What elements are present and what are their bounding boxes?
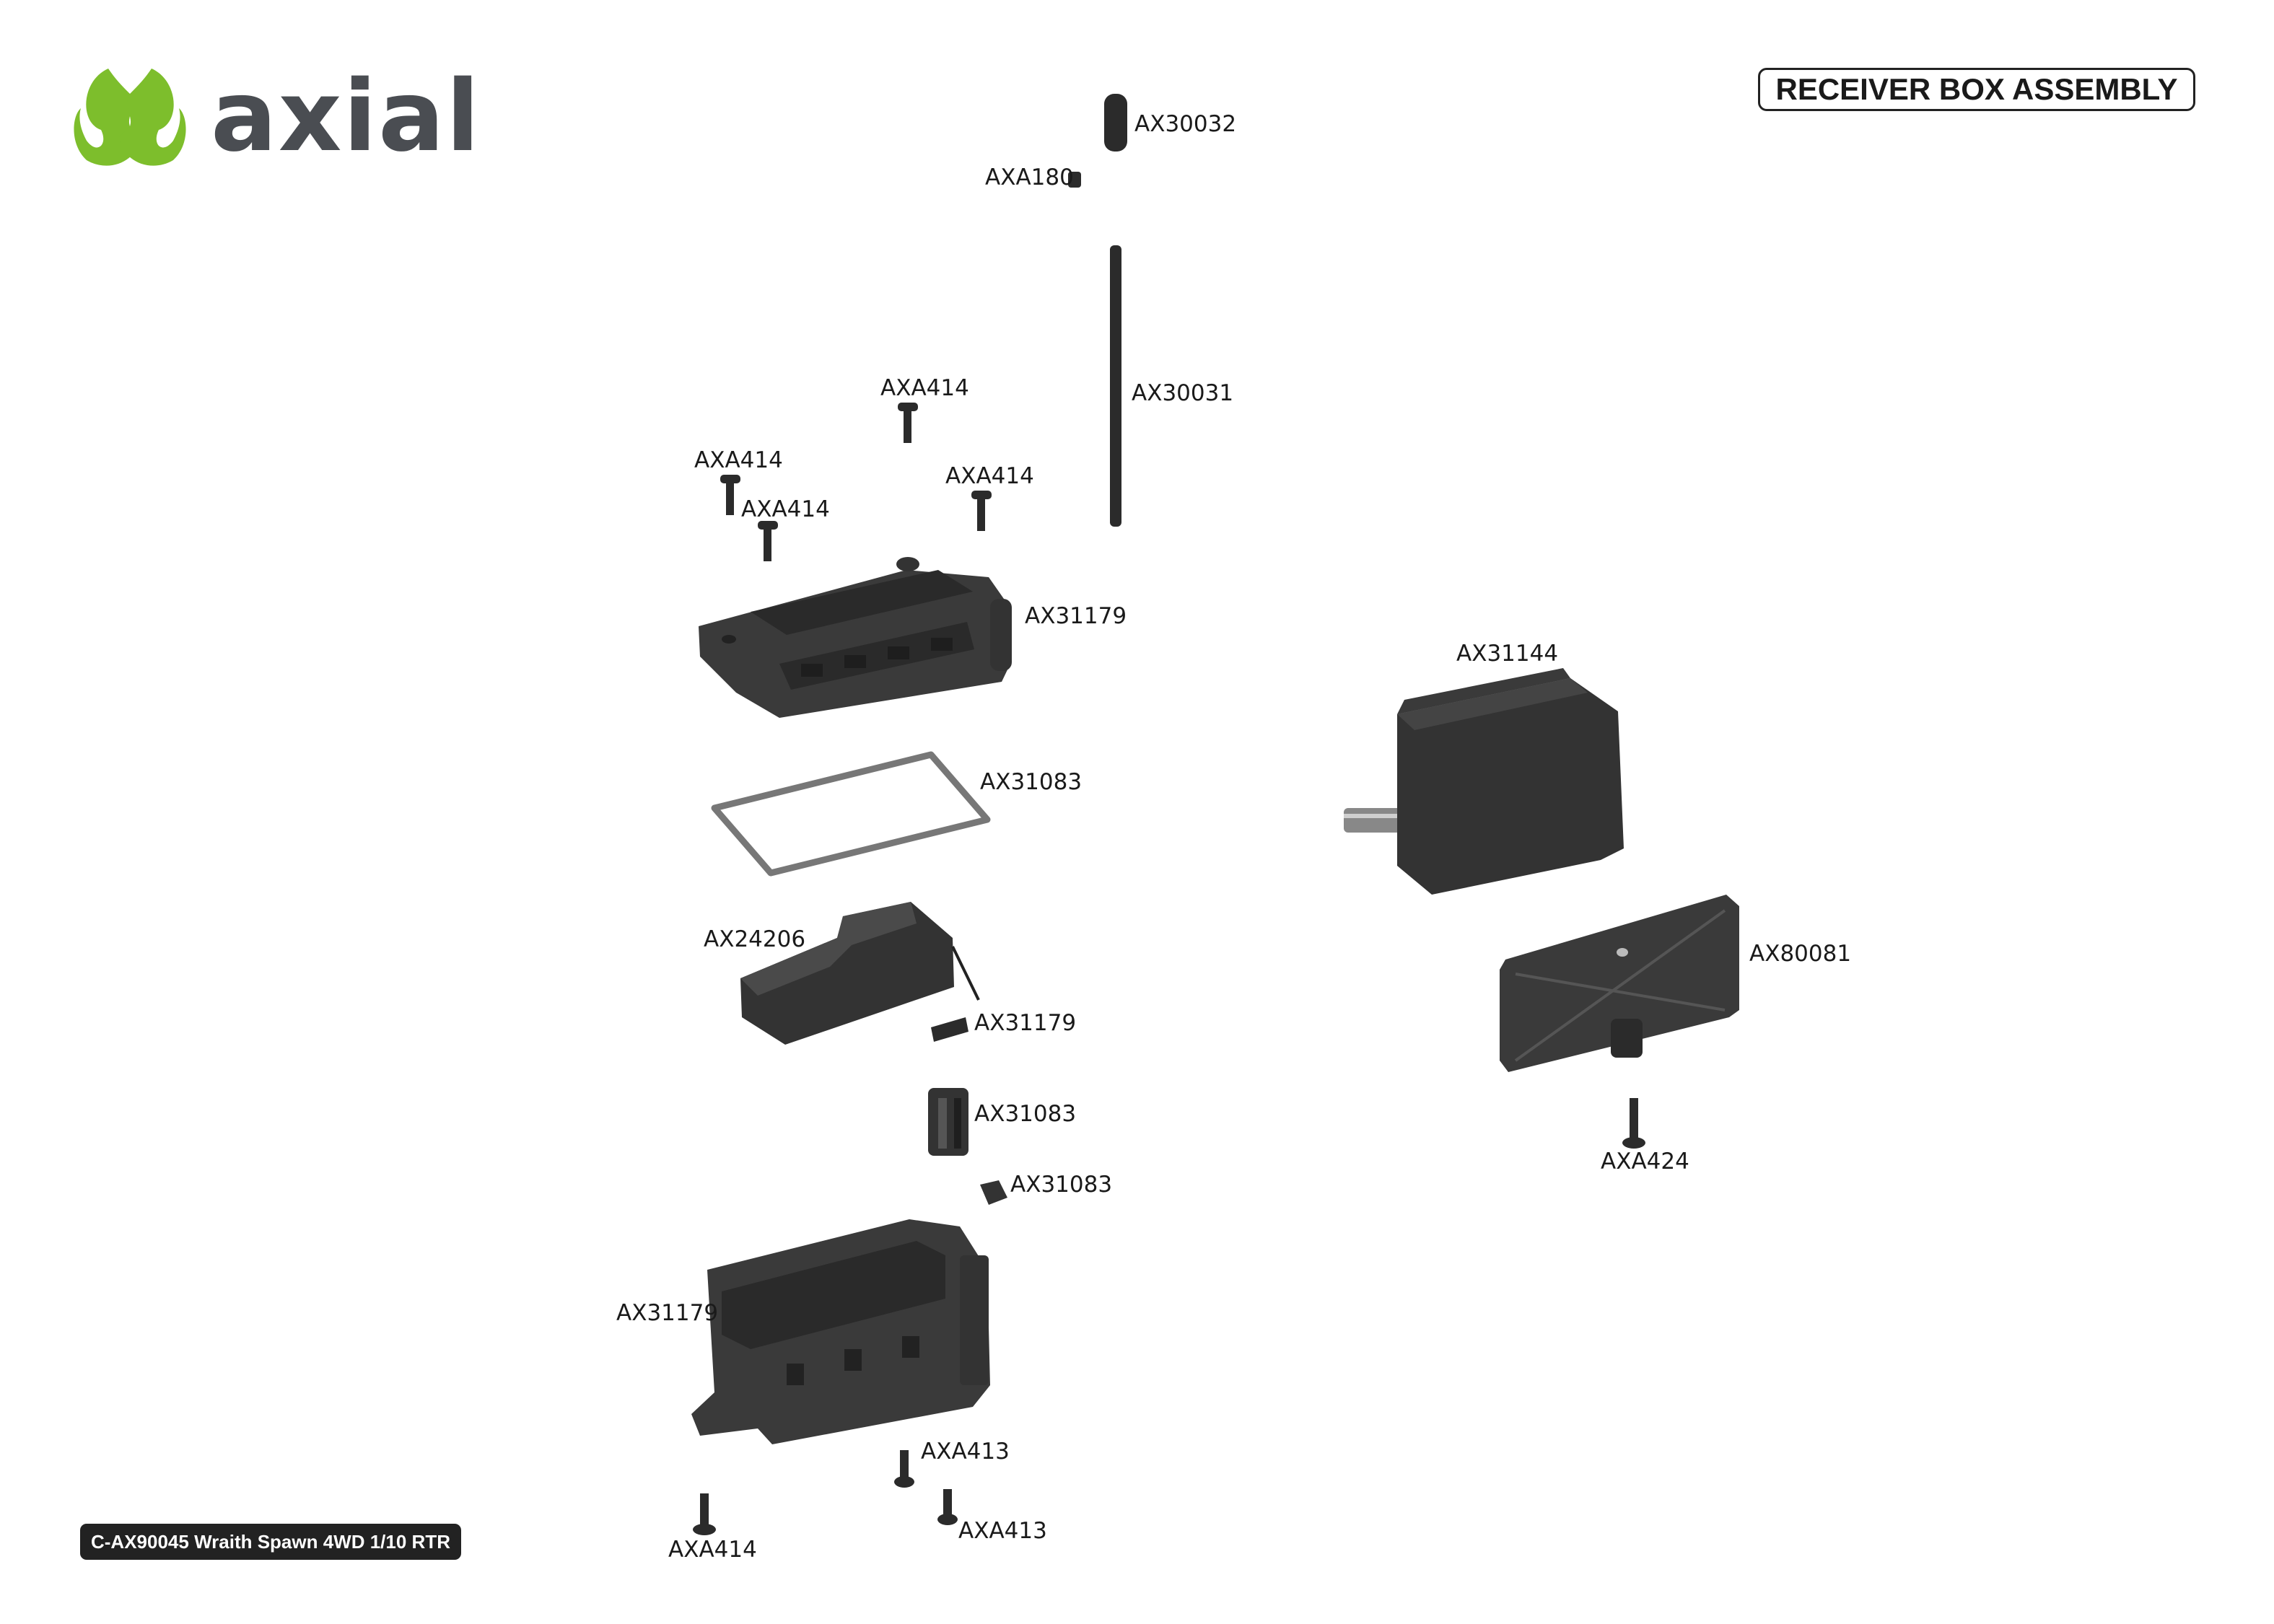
antenna-cap-part: [1104, 94, 1127, 152]
lid-seal-part: [711, 751, 991, 877]
axial-claw-icon: [74, 69, 186, 166]
screw-icon: [894, 1450, 914, 1488]
screw-icon: [898, 403, 918, 443]
wire-grommet-part: [928, 1088, 968, 1156]
screw-icon: [937, 1489, 958, 1525]
receiver-part: [740, 902, 980, 1045]
servo-mount-part: [1500, 895, 1739, 1072]
axial-wordmark: axial: [211, 60, 481, 174]
label-wire-clip: AX31179: [974, 1010, 1076, 1036]
axial-logo: axial: [74, 60, 481, 174]
antenna-nut-part: [1068, 172, 1081, 188]
screw-icon: [720, 475, 740, 515]
label-receiver-box-base: AX31179: [616, 1300, 718, 1326]
label-antenna-nut: AXA180: [985, 164, 1074, 190]
label-antenna-tube: AX30031: [1132, 380, 1233, 406]
screw-icon: [758, 521, 778, 561]
label-wire-grommet: AX31083: [974, 1101, 1076, 1127]
receiver-box-lid-part: [699, 557, 1012, 718]
label-screw-lid-right: AXA414: [945, 463, 1034, 489]
label-servo-mount: AX80081: [1749, 941, 1851, 967]
label-servo-screw: AXA424: [1601, 1149, 1689, 1175]
label-screw-lid-top: AXA414: [880, 375, 969, 401]
model-badge: C-AX90045 Wraith Spawn 4WD 1/10 RTR: [80, 1524, 461, 1560]
label-receiver-box-lid: AX31179: [1025, 603, 1127, 629]
screw-icon: [693, 1493, 716, 1535]
screw-icon: [971, 491, 992, 531]
label-screw-base-c: AXA414: [668, 1537, 757, 1563]
label-servo: AX31144: [1456, 641, 1558, 667]
label-grommet-plug: AX31083: [1010, 1172, 1112, 1198]
page-title: RECEIVER BOX ASSEMBLY: [1758, 68, 2195, 111]
label-antenna-cap: AX30032: [1134, 111, 1236, 137]
label-lid-seal: AX31083: [980, 769, 1082, 795]
antenna-tube-part: [1110, 245, 1121, 527]
label-screw-lid-left-inner: AXA414: [741, 496, 830, 522]
label-screw-base-a: AXA413: [921, 1439, 1010, 1465]
wire-clip-part: [931, 1017, 968, 1042]
screw-icon: [1622, 1098, 1645, 1149]
receiver-box-base-part: [691, 1219, 990, 1444]
label-receiver: AX24206: [704, 926, 805, 952]
label-screw-lid-left: AXA414: [694, 447, 783, 473]
servo-part: [1344, 668, 1624, 895]
grommet-plug-part: [980, 1180, 1007, 1205]
label-screw-base-b: AXA413: [958, 1518, 1047, 1544]
